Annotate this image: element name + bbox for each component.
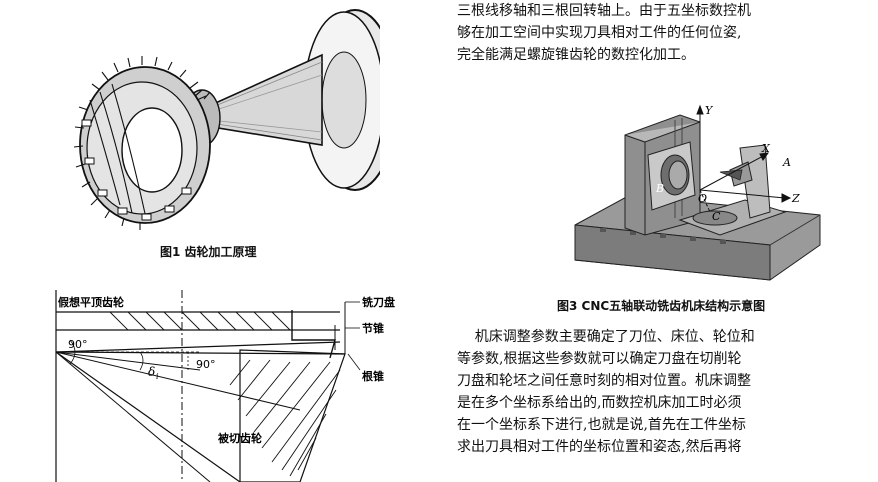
axis-label-y: Y (705, 104, 714, 117)
crown-gear-hatching (109, 311, 291, 331)
label-root-cone: 根锥 (362, 369, 384, 383)
axis-label-b: B (655, 182, 664, 195)
ring-gear (73, 56, 211, 230)
spindle-cone (199, 53, 323, 146)
coordinate-axes (696, 104, 792, 213)
label-angle-right: 90° (196, 358, 216, 371)
axis-label-x: X (761, 142, 771, 155)
text-line: 求出刀具相对工件的坐标位置和姿态,然后再将 (457, 439, 742, 455)
text-line: 够在加工空间中实现刀具相对工件的任何位姿, (457, 25, 742, 41)
figure1-caption: 图1 齿轮加工原理 (160, 245, 257, 259)
text-line: 刀盘和轮坯之间任意时刻的相对位置。机床调整 (457, 373, 751, 389)
text-line: 等参数,根据这些参数就可以确定刀盘在切削轮 (457, 351, 742, 367)
label-delta: δ (148, 365, 155, 379)
label-angle-left: 90° (68, 338, 88, 351)
label-virtual-crown-gear: 假想平顶齿轮 (58, 295, 124, 309)
figure3-caption: 图3 CNC五轴联动铣齿机床结构示意图 (557, 299, 766, 313)
label-delta-subscript: i (156, 372, 159, 381)
axis-label-a: A (782, 156, 791, 169)
axis-label-z: Z (791, 192, 800, 205)
label-cut-gear: 被切齿轮 (218, 431, 262, 445)
paragraph-1: 三根线移轴和三根回转轴上。由于五坐标数控机 够在加工空间中实现刀具相对工件的任何… (457, 0, 878, 66)
figure3-cnc-machine-illustration: Y X A B O Z C (574, 104, 821, 281)
text-line: 机床调整参数主要确定了刀位、床位、轮位和 (457, 329, 755, 345)
spindle-head (647, 141, 696, 211)
text-line: 三根线移轴和三根回转轴上。由于五坐标数控机 (457, 3, 751, 19)
cut-gear-hatching (229, 359, 341, 477)
spindle-flange (303, 9, 380, 191)
label-milling-cutter: 铣刀盘 (362, 295, 395, 309)
work-table (678, 144, 787, 236)
paragraph-2: 机床调整参数主要确定了刀位、床位、轮位和 等参数,根据这些参数就可以确定刀盘在切… (457, 326, 878, 458)
axis-label-c: C (712, 210, 721, 223)
axis-label-o: O (698, 192, 707, 205)
text-line: 在一个坐标系下进行,也就是说,首先在工件坐标 (457, 417, 746, 433)
figure1-gear-illustration (73, 9, 380, 230)
text-line: 是在多个坐标系给出的,而数控机床加工时必须 (457, 395, 742, 411)
figure2-cutting-schematic: 假想平顶齿轮 铣刀盘 节锥 根锥 被切齿轮 90° 90° δ i (55, 290, 395, 482)
label-pitch-cone: 节锥 (362, 321, 384, 335)
text-line: 完全能满足螺旋锥齿轮的数控化加工。 (457, 47, 695, 63)
